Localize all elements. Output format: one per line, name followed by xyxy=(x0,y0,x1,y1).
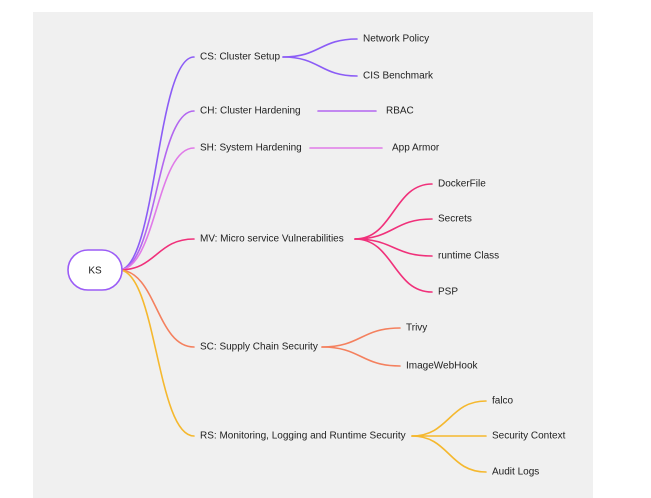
leaf-dockerfile-edge xyxy=(354,183,433,240)
branch-rs-monitoring-logging-and-runtime-security-label[interactable]: RS: Monitoring, Logging and Runtime Secu… xyxy=(200,431,406,442)
leaf-app-armor-label[interactable]: App Armor xyxy=(392,143,440,154)
leaf-psp-label[interactable]: PSP xyxy=(438,287,458,298)
leaf-audit-logs-label[interactable]: Audit Logs xyxy=(492,467,539,478)
branch-cs-cluster-setup-edge xyxy=(118,56,195,271)
branch-sh-system-hardening-label[interactable]: SH: System Hardening xyxy=(200,143,302,154)
leaf-cis-benchmark-label[interactable]: CIS Benchmark xyxy=(363,71,434,82)
leaf-imagewebhook-label[interactable]: ImageWebHook xyxy=(406,361,479,372)
leaf-dockerfile-label[interactable]: DockerFile xyxy=(438,179,486,190)
leaf-network-policy-edge xyxy=(282,38,358,58)
leaf-secrets-label[interactable]: Secrets xyxy=(438,214,472,225)
root-node[interactable] xyxy=(67,249,123,291)
leaf-psp-edge xyxy=(354,238,433,293)
leaf-trivy-label[interactable]: Trivy xyxy=(406,323,427,334)
branch-cs-cluster-setup-label[interactable]: CS: Cluster Setup xyxy=(200,52,280,63)
leaf-falco-label[interactable]: falco xyxy=(492,396,514,407)
mindmap-canvas xyxy=(33,12,593,498)
mindmap-edges xyxy=(118,38,487,473)
branch-ch-cluster-hardening-label[interactable]: CH: Cluster Hardening xyxy=(200,106,301,117)
branch-sh-system-hardening-edge xyxy=(118,147,195,271)
leaf-security-context-label[interactable]: Security Context xyxy=(492,431,566,442)
leaf-imagewebhook-edge xyxy=(321,346,401,367)
branch-mv-micro-service-vulnerabilities-edge xyxy=(118,238,195,271)
branch-sc-supply-chain-security-label[interactable]: SC: Supply Chain Security xyxy=(200,342,318,353)
root-node-label[interactable]: KS xyxy=(88,266,102,277)
leaf-falco-edge xyxy=(411,400,487,437)
leaf-runtime-class-edge xyxy=(354,238,433,257)
branch-ch-cluster-hardening-edge xyxy=(118,110,195,271)
branch-sc-supply-chain-security-edge xyxy=(118,269,195,348)
leaf-network-policy-label[interactable]: Network Policy xyxy=(363,34,429,45)
branch-mv-micro-service-vulnerabilities-label[interactable]: MV: Micro service Vulnerabilities xyxy=(200,234,344,245)
leaf-rbac-label[interactable]: RBAC xyxy=(386,106,414,117)
leaf-trivy-edge xyxy=(321,327,401,348)
leaf-secrets-edge xyxy=(354,218,433,240)
leaf-cis-benchmark-edge xyxy=(282,56,358,77)
branch-rs-monitoring-logging-and-runtime-security-edge xyxy=(118,269,195,437)
leaf-audit-logs-edge xyxy=(411,435,487,473)
leaf-runtime-class-label[interactable]: runtime Class xyxy=(438,251,499,262)
